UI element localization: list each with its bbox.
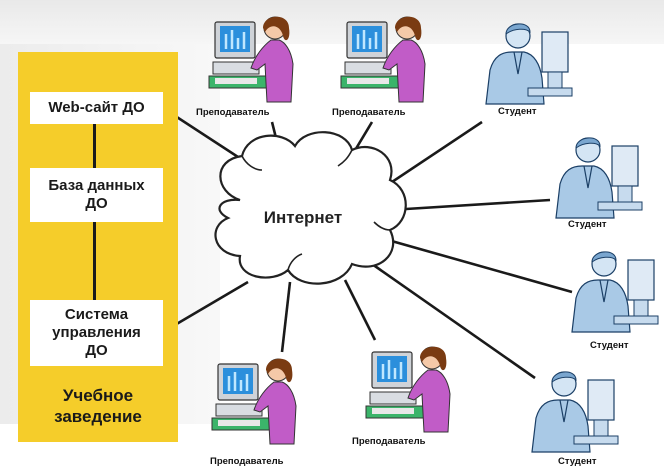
link-student-3 [387,238,573,294]
student-at-computer-icon [531,371,619,453]
teacher-caption: Преподаватель [196,107,270,118]
teacher-at-computer-icon [208,16,294,103]
link-teacher-4 [343,279,377,341]
teacher-caption: Преподаватель [352,436,426,447]
institution-label: Учебное заведение [54,386,142,426]
student-caption: Студент [558,456,597,467]
student-caption: Студент [498,106,537,117]
teacher-figure [208,352,304,453]
connector-vertical-bottom [93,222,96,300]
teacher-figure [362,340,458,441]
teacher-figure [337,10,433,111]
student-figure [566,240,662,341]
link-student-4 [371,262,536,380]
website-box: Web-сайт ДО [30,92,163,124]
teacher-caption: Преподаватель [210,456,284,467]
link-teacher-3 [280,281,292,353]
cloud-label: Интернет [263,208,343,227]
student-caption: Студент [568,219,607,230]
student-figure [526,360,622,461]
database-box: База данных ДО [30,168,163,222]
link-student-1 [379,120,483,192]
link-student-2 [389,198,551,212]
student-figure [480,12,576,113]
lms-box: Система управления ДО [30,300,163,366]
teacher-caption: Преподаватель [332,107,406,118]
student-at-computer-icon [571,251,659,333]
teacher-at-computer-icon [340,16,426,103]
student-at-computer-icon [555,137,643,219]
student-at-computer-icon [485,23,573,105]
teacher-at-computer-icon [365,346,451,433]
teacher-figure [205,10,301,111]
teacher-at-computer-icon [211,358,297,445]
student-figure [550,126,646,227]
student-caption: Студент [590,340,629,351]
connector-vertical-top [93,124,96,168]
internet-cloud [214,131,407,285]
